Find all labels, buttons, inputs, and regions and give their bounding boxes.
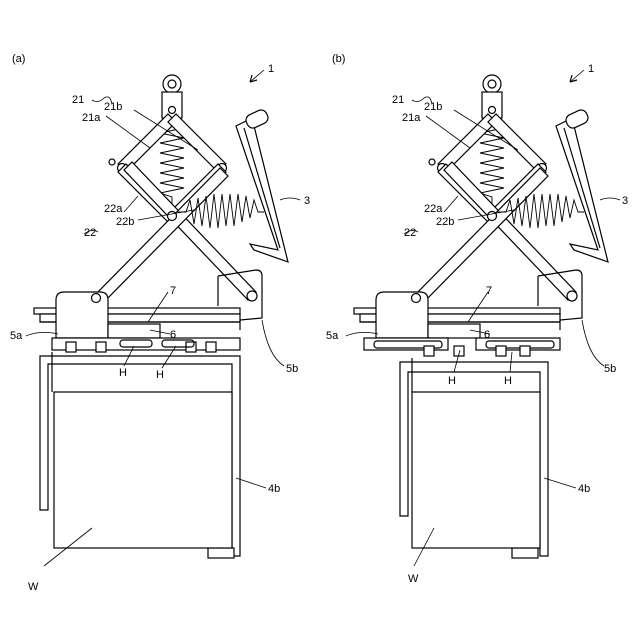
panel-a: (a) 1 — [10, 53, 310, 593]
label-22a: 22a — [424, 203, 443, 215]
label-22: 22 — [404, 227, 416, 239]
part-6 — [428, 324, 480, 338]
clamp-5a — [376, 292, 428, 338]
label-21b: 21b — [424, 101, 442, 113]
panel-label: (b) — [332, 53, 345, 65]
clamp-5a — [56, 292, 108, 338]
workpiece-w — [54, 392, 232, 548]
label-h-right: H — [156, 369, 164, 381]
label-5b: 5b — [604, 363, 616, 375]
label-7: 7 — [170, 285, 176, 297]
label-22a: 22a — [104, 203, 123, 215]
label-7: 7 — [486, 285, 492, 297]
label-5a: 5a — [10, 330, 23, 342]
label-w: W — [28, 581, 39, 593]
label-22: 22 — [84, 227, 96, 239]
label-3: 3 — [622, 195, 628, 207]
label-6: 6 — [170, 329, 176, 341]
label-21a: 21a — [402, 112, 421, 124]
label-21: 21 — [392, 94, 404, 106]
label-device: 1 — [268, 63, 274, 75]
panel-b: (b) 1 — [326, 53, 628, 585]
label-5b: 5b — [286, 363, 298, 375]
panel-label: (a) — [12, 53, 25, 65]
bottom-rail — [52, 338, 240, 352]
link-21 — [109, 114, 227, 173]
link-21 — [429, 114, 547, 173]
workpiece-w — [412, 392, 540, 548]
crossed-arms — [94, 162, 257, 304]
bottom-rail — [364, 338, 560, 356]
label-3: 3 — [304, 195, 310, 207]
label-w: W — [408, 573, 419, 585]
hook — [162, 75, 182, 118]
label-22b: 22b — [436, 216, 454, 228]
label-21a: 21a — [82, 112, 101, 124]
label-4b: 4b — [268, 483, 280, 495]
hook — [482, 75, 502, 118]
lever-3 — [556, 108, 608, 262]
label-device: 1 — [588, 63, 594, 75]
lever-3 — [236, 108, 288, 262]
label-5a: 5a — [326, 330, 339, 342]
label-4b: 4b — [578, 483, 590, 495]
label-21: 21 — [72, 94, 84, 106]
part-6 — [108, 324, 160, 338]
label-6: 6 — [484, 329, 490, 341]
label-h-left: H — [448, 375, 456, 387]
label-21b: 21b — [104, 101, 122, 113]
label-22b: 22b — [116, 216, 134, 228]
label-h-right: H — [504, 375, 512, 387]
label-h-left: H — [119, 367, 127, 379]
crossed-arms — [414, 162, 577, 304]
